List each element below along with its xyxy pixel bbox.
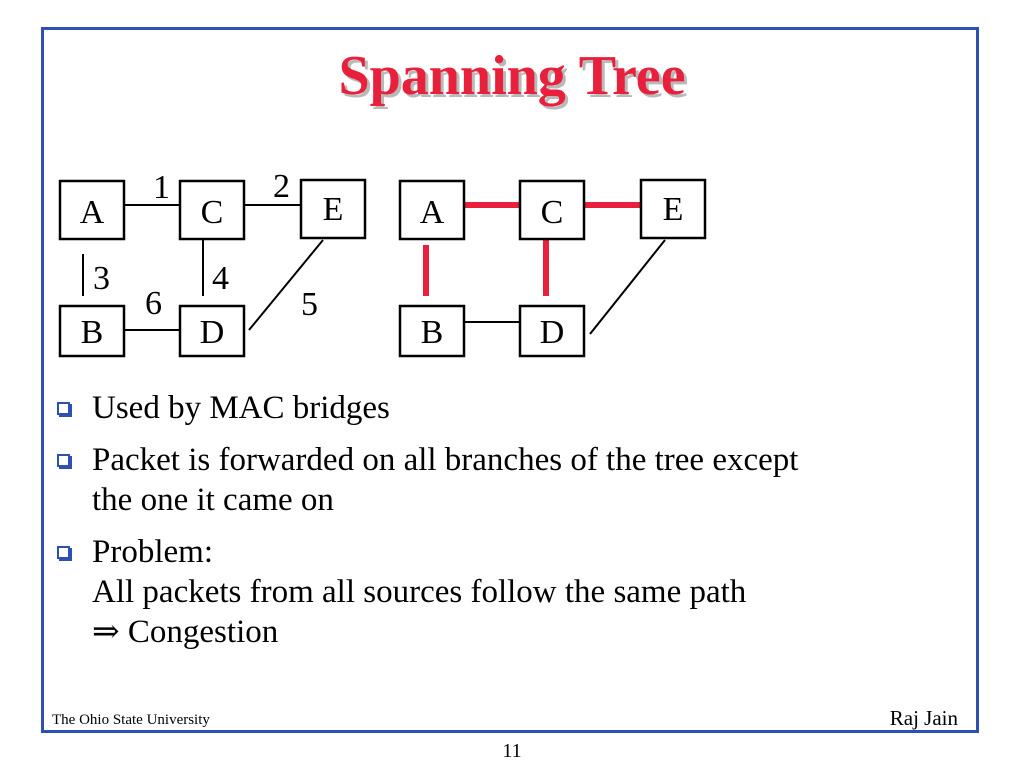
left-link-label-3: 3 xyxy=(93,260,110,297)
right-graph: A C E B D xyxy=(398,178,707,358)
square-bullet-icon xyxy=(57,402,70,415)
svg-text:A: A xyxy=(420,194,445,231)
bullet-text: Packet is forwarded on all branches of t… xyxy=(92,442,799,478)
bullet-item: Problem: All packets from all sources fo… xyxy=(54,532,974,652)
slide-title: Spanning Tree xyxy=(338,45,686,107)
left-node-b: B xyxy=(58,304,126,358)
svg-text:D: D xyxy=(540,314,565,351)
bullet-text: Used by MAC bridges xyxy=(92,390,390,426)
left-link-label-4: 4 xyxy=(212,260,229,297)
footer-author: Raj Jain xyxy=(889,706,958,730)
left-node-c: C xyxy=(178,179,246,241)
left-link-label-1: 1 xyxy=(153,169,170,206)
bullet-list: Used by MAC bridges Packet is forwarded … xyxy=(54,388,974,664)
left-link-label-5: 5 xyxy=(301,286,318,323)
left-graph: 1 2 3 4 5 6 A C E B D xyxy=(58,168,367,358)
svg-text:E: E xyxy=(323,191,344,228)
svg-text:C: C xyxy=(541,194,564,231)
svg-text:C: C xyxy=(201,194,224,231)
bullet-text: ⇒ Congestion xyxy=(92,614,279,650)
left-link-e-d xyxy=(248,239,324,331)
left-node-d: D xyxy=(178,304,246,358)
bullet-text: All packets from all sources follow the … xyxy=(92,574,747,610)
bullet-item: Used by MAC bridges xyxy=(54,388,974,428)
bullet-text: Problem: xyxy=(92,534,213,570)
svg-text:D: D xyxy=(200,314,225,351)
svg-text:B: B xyxy=(421,314,444,351)
right-node-c: C xyxy=(518,179,586,241)
svg-text:B: B xyxy=(81,314,104,351)
bullet-item: Packet is forwarded on all branches of t… xyxy=(54,440,974,520)
bullet-text: the one it came on xyxy=(92,482,334,518)
right-node-a: A xyxy=(398,179,466,241)
left-link-label-6: 6 xyxy=(145,285,162,322)
left-link-label-2: 2 xyxy=(273,168,290,205)
square-bullet-icon xyxy=(57,546,70,559)
slide-frame xyxy=(41,27,979,733)
footer-institution: The Ohio State University xyxy=(52,712,210,728)
right-node-e: E xyxy=(639,178,707,240)
right-node-d: D xyxy=(518,304,586,358)
left-node-a: A xyxy=(58,179,126,241)
svg-text:A: A xyxy=(80,194,105,231)
left-node-e: E xyxy=(299,178,367,240)
page-number: 11 xyxy=(502,740,522,762)
square-bullet-icon xyxy=(57,454,70,467)
right-link-e-d xyxy=(589,239,666,335)
right-node-b: B xyxy=(398,304,466,358)
svg-text:E: E xyxy=(663,191,684,228)
